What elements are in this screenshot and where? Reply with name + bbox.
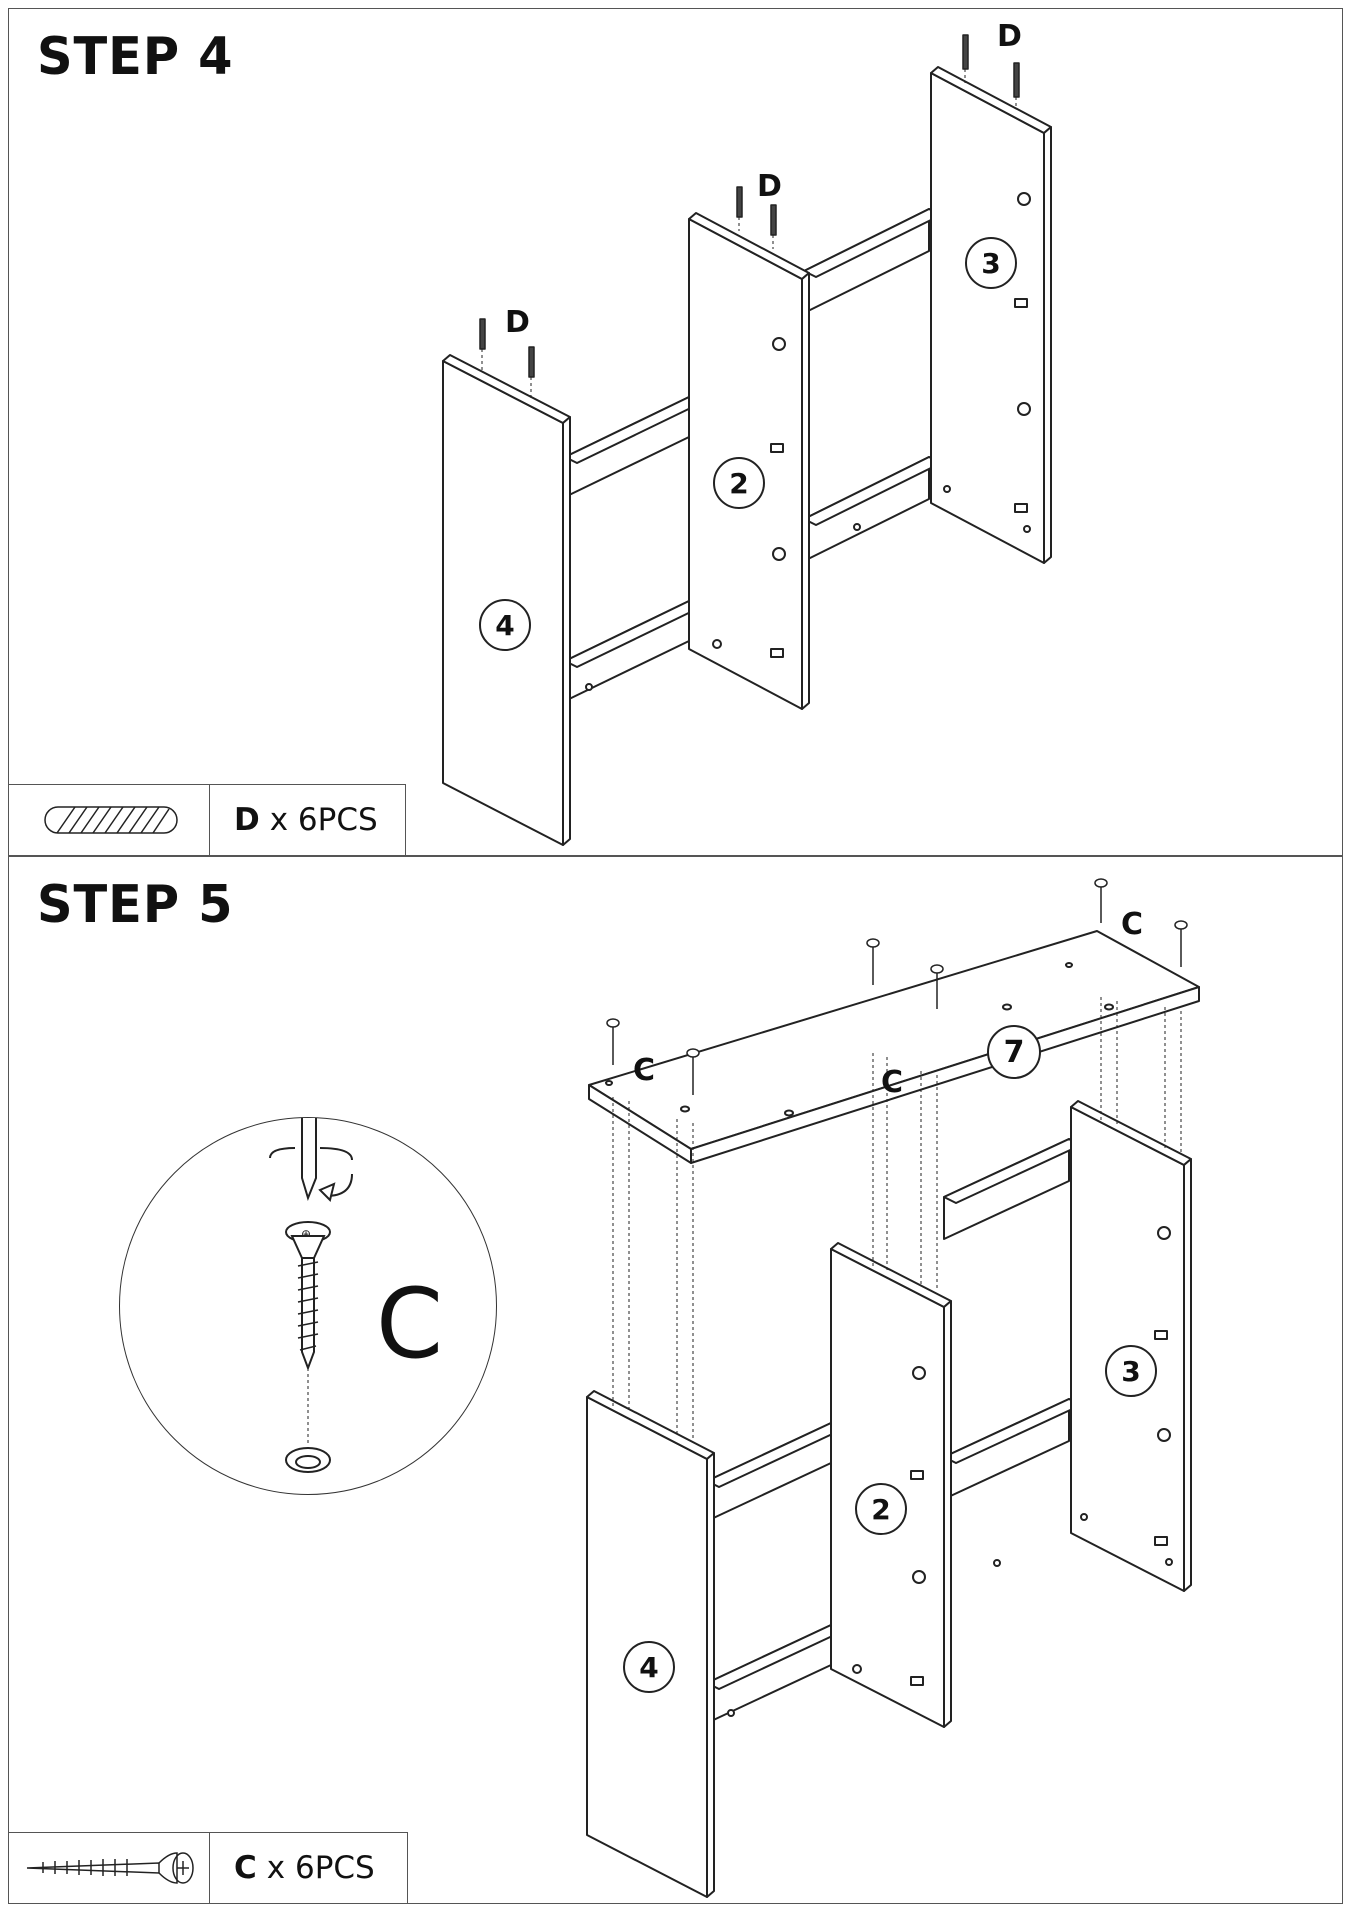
rails-4-2: [706, 1422, 844, 1724]
part-number-2-label: 2: [729, 466, 749, 500]
part-number-2: 2: [713, 457, 765, 509]
screw-guide-lines: [612, 997, 1182, 1441]
rails-2-3: [943, 1138, 1082, 1500]
panel-3: [930, 66, 1052, 564]
screw-part-count: x 6PCS: [266, 1850, 375, 1886]
screw-label-middle: C: [881, 1065, 904, 1100]
screw-icon: [9, 1833, 210, 1903]
screw-part-letter: C: [234, 1850, 257, 1886]
screw-label-right: C: [1121, 907, 1144, 942]
panel-4: [442, 354, 593, 846]
dowel-label-panel-3: D: [997, 19, 1022, 54]
dowel-part-letter: D: [234, 802, 260, 838]
rails-4-2: [564, 396, 702, 702]
dowel-pins: [479, 34, 1020, 378]
step-5-title: STEP 5: [37, 875, 234, 935]
step-5-parts-quantity: C x 6PCS: [210, 1833, 407, 1903]
step-4-assembly-diagram: [442, 34, 1052, 846]
dowel-label-panel-2: D: [757, 169, 782, 204]
part-number-3: 3: [1105, 1345, 1157, 1397]
part-number-3-label: 3: [981, 246, 1001, 280]
part-number-7-label: 7: [1003, 1034, 1025, 1070]
dowel-guide-lines: [481, 69, 1017, 399]
part-number-4: 4: [623, 1641, 675, 1693]
screwdriver-detail-drawing: ⊕: [269, 1118, 353, 1473]
part-number-2-label: 2: [871, 1492, 891, 1526]
part-number-3-label: 3: [1121, 1354, 1141, 1388]
step-5-parts-box: C x 6PCS: [9, 1832, 408, 1903]
dowel-icon: [9, 785, 210, 855]
part-number-7: 7: [987, 1025, 1041, 1079]
detail-screw-letter: C: [376, 1268, 444, 1380]
step-5-panel: STEP 5 ⊕: [8, 856, 1343, 1904]
rails-2-3: [803, 208, 942, 562]
dowel-part-count: x 6PCS: [269, 802, 378, 838]
dowel-label-panel-4: D: [505, 305, 530, 340]
step-4-parts-quantity: D x 6PCS: [210, 785, 405, 855]
part-number-4: 4: [479, 599, 531, 651]
part-number-4-label: 4: [639, 1650, 659, 1684]
part-number-4-label: 4: [495, 608, 515, 642]
step-4-title: STEP 4: [37, 27, 234, 87]
part-number-2: 2: [855, 1483, 907, 1535]
part-number-3: 3: [965, 237, 1017, 289]
screw-label-left: C: [633, 1053, 656, 1088]
screws: [606, 878, 1188, 1095]
panel-7-top: [588, 930, 1200, 1164]
svg-text:⊕: ⊕: [301, 1227, 311, 1241]
step-4-panel: STEP 4: [8, 8, 1343, 856]
screw-detail-circle: ⊕ C: [119, 1117, 497, 1495]
step-4-parts-box: D x 6PCS: [9, 784, 406, 855]
